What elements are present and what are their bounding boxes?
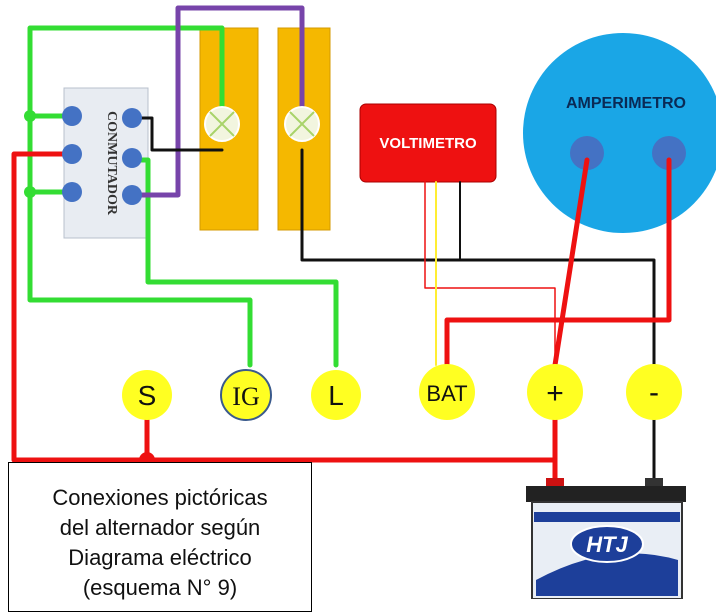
caption-line-2: del alternador según <box>59 515 261 540</box>
contact-left-1 <box>62 106 82 126</box>
battery-logo-oval <box>570 525 644 563</box>
terminals: S IG L BAT + - <box>122 364 682 421</box>
battery-post-negative <box>645 478 663 488</box>
terminal-bat-label: BAT <box>426 381 467 406</box>
caption-box: Conexiones pictóricas del alternador seg… <box>8 462 312 612</box>
wire-red-bat-amperimetro <box>444 157 672 368</box>
battery-brand: HTJ <box>586 532 628 557</box>
terminal-minus <box>626 364 682 420</box>
caption-line-4: (esquema N° 9) <box>82 575 238 600</box>
contact-left-3 <box>62 182 82 202</box>
terminal-ig-label: IG <box>232 382 259 411</box>
battery-post-positive <box>546 478 564 488</box>
terminal-ig <box>220 369 272 421</box>
voltimetro: VOLTIMETRO <box>359 103 497 183</box>
lamp-left <box>204 106 240 142</box>
terminal-l-label: L <box>328 380 344 411</box>
terminal-plus-label: + <box>546 377 564 410</box>
caption-line-3: Diagrama eléctrico <box>68 545 252 570</box>
amperimetro-label: AMPERIMETRO <box>566 95 686 112</box>
amperimetro-right-terminal <box>652 136 686 170</box>
wire-red-s-loop <box>11 151 150 463</box>
contact-right-1 <box>122 108 142 128</box>
amperimetro-left-terminal <box>570 136 604 170</box>
contact-left-2 <box>62 144 82 164</box>
conmutador-label: CONMUTADOR <box>104 111 119 216</box>
lamp-right-cross <box>289 111 315 137</box>
wire-red-bottom <box>144 417 558 463</box>
caption-line-1: Conexiones pictóricas <box>52 485 268 510</box>
lamp-left-cross <box>209 111 235 137</box>
contact-right-2 <box>122 148 142 168</box>
wire-green-ig <box>27 189 253 368</box>
terminal-s <box>122 370 172 420</box>
amperimetro: AMPERIMETRO <box>523 33 716 233</box>
battery-stripe <box>534 512 680 522</box>
junction-green-bottom <box>24 186 36 198</box>
junction-green-top <box>24 110 36 122</box>
voltimetro-body <box>359 103 497 183</box>
battery-top <box>526 486 686 502</box>
voltimetro-label: VOLTIMETRO <box>379 135 477 152</box>
battery: HTJ <box>526 478 686 599</box>
terminal-s-label: S <box>138 380 157 411</box>
wire-green-l <box>129 157 339 368</box>
conmutador-contacts <box>62 106 142 205</box>
wire-black-lamp-minus <box>300 148 656 367</box>
wire-red-plus-amperimetro <box>552 157 590 368</box>
terminal-bat <box>419 364 475 420</box>
wire-purple <box>129 5 305 198</box>
terminal-minus-label: - <box>649 376 659 409</box>
terminal-l <box>311 370 361 420</box>
amperimetro-body <box>523 33 716 233</box>
contact-right-3 <box>122 185 142 205</box>
lamp-right <box>284 106 320 142</box>
terminal-plus <box>527 364 583 420</box>
wiring-diagram: AMPERIMETRO VOLTIMETRO CONMUTADOR <box>11 5 716 599</box>
wire-red-thin-voltimetro <box>424 181 556 366</box>
battery-swoosh <box>536 553 678 596</box>
wire-green-top <box>27 25 225 121</box>
